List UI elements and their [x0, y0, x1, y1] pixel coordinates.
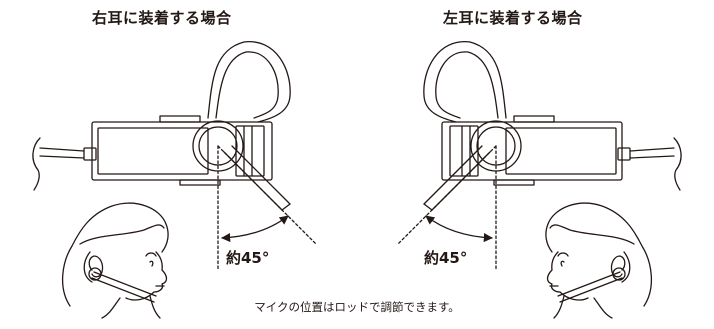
headset-right-ear — [33, 42, 316, 270]
caption: マイクの位置はロッドで調節できます。 — [254, 300, 460, 314]
panel-title-left-ear: 左耳に装着する場合 — [443, 9, 583, 27]
angle-label-left-ear: 約45° — [424, 249, 468, 267]
headset-left-ear — [398, 42, 681, 270]
panel-title-right-ear: 右耳に装着する場合 — [92, 9, 232, 27]
angle-label-right-ear: 約45° — [226, 249, 270, 267]
